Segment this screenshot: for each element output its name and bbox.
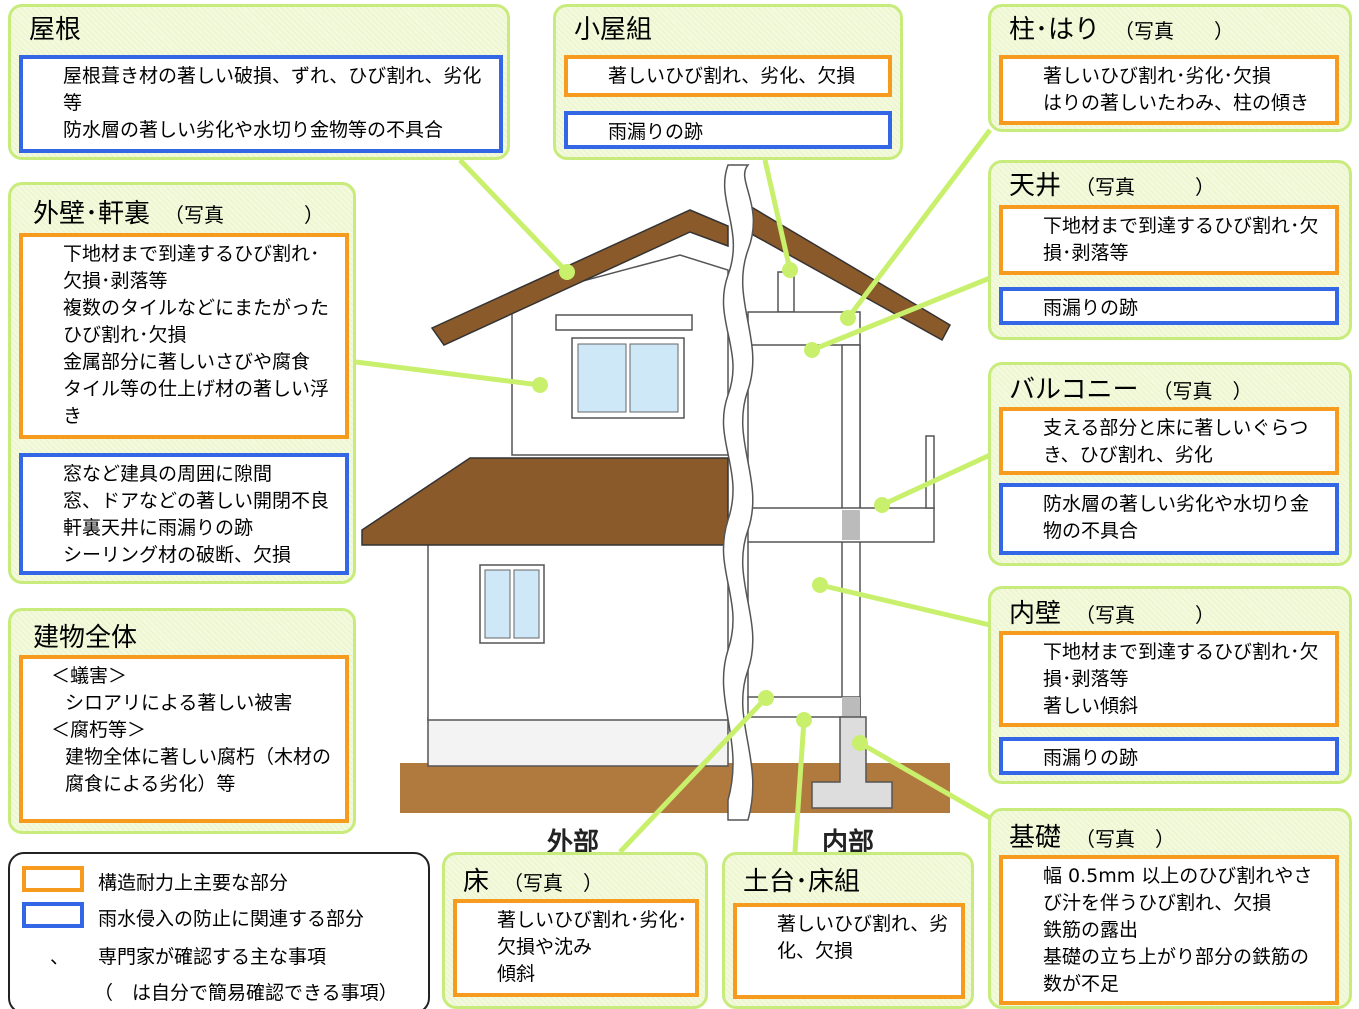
check-item: 著しいひび割れ･劣化･欠損や沈み	[497, 909, 688, 958]
legend-structural-swatch	[22, 866, 84, 892]
structural-check-box: 著しいひび割れ、劣化、欠損	[733, 903, 965, 999]
check-item: 軒裏天井に雨漏りの跡	[63, 517, 254, 539]
check-item: 著しいひび割れ、劣化、欠損	[608, 65, 856, 87]
check-item: 屋根葺き材の著しい破損、ずれ、ひび割れ、劣化等	[63, 65, 482, 114]
panel-column-beam: 柱･はり（写真 ） 著しいひび割れ･劣化･欠損 はりの著しいたわみ、柱の傾き	[988, 4, 1352, 132]
rain-check-box: 防水層の著しい劣化や水切り金物の不具合	[999, 483, 1339, 555]
legend-structural-label: 構造耐力上主要な部分	[98, 872, 289, 894]
panel-title: 土台･床組	[743, 867, 861, 897]
check-item: 幅 0.5mm 以上のひび割れやさび汁を伴うひび割れ、欠損	[1043, 865, 1313, 914]
rain-check-box: 雨漏りの跡	[999, 737, 1339, 775]
structural-check-box: ＜蟻害＞ シロアリによる著しい被害 ＜腐朽等＞ 建物全体に著しい腐朽（木材の腐食…	[19, 655, 349, 823]
foundation-strip	[427, 717, 729, 767]
structural-check-box: 下地材まで到達するひび割れ･欠損･剥落等 複数のタイルなどにまたがったひび割れ･…	[19, 233, 349, 439]
section-cut-line	[722, 164, 754, 821]
panel-title: 外壁･軒裏（写真 ）	[33, 199, 325, 229]
legend-self-label: （ は自分で簡易確認できる事項）	[94, 982, 398, 1004]
check-item: 鉄筋の露出	[1043, 919, 1139, 941]
panel-balcony: バルコニー（写真 ） 支える部分と床に著しいぐらつき、ひび割れ、劣化 防水層の著…	[988, 362, 1352, 566]
panel-title: 屋根	[29, 15, 82, 45]
check-item: 著しい傾斜	[1043, 695, 1139, 717]
check-item: 防水層の著しい劣化や水切り金物等の不具合	[63, 119, 444, 141]
legend-rain-swatch	[22, 902, 84, 928]
panel-roof: 屋根 屋根葺き材の著しい破損、ずれ、ひび割れ、劣化等 防水層の著しい劣化や水切り…	[8, 4, 510, 160]
check-item: 雨漏りの跡	[1043, 747, 1139, 769]
check-heading: ＜蟻害＞	[51, 665, 128, 687]
check-item: 下地材まで到達するひび割れ･欠損･剥落等	[1043, 641, 1319, 690]
check-item: タイル等の仕上げ材の著しい浮き	[63, 378, 330, 427]
panel-attic: 小屋組 著しいひび割れ、劣化、欠損 雨漏りの跡	[553, 4, 903, 160]
panel-title: 基礎（写真 ）	[1009, 823, 1176, 853]
check-item: 窓など建具の周囲に隙間	[63, 463, 273, 485]
panel-title: 建物全体	[33, 623, 138, 653]
panel-foundation: 基礎（写真 ） 幅 0.5mm 以上のひび割れやさび汁を伴うひび割れ、欠損 鉄筋…	[988, 808, 1352, 1009]
check-heading: ＜腐朽等＞	[51, 719, 147, 741]
structural-check-box: 著しいひび割れ、劣化、欠損	[564, 55, 892, 97]
leader-dots	[532, 262, 890, 751]
panel-floor: 床（写真 ） 著しいひび割れ･劣化･欠損や沈み 傾斜	[442, 852, 708, 1009]
structural-check-box: 下地材まで到達するひび割れ･欠損･剥落等 著しい傾斜	[999, 631, 1339, 727]
panel-title: バルコニー（写真 ）	[1009, 375, 1253, 405]
check-item: 雨漏りの跡	[1043, 297, 1139, 319]
balcony-floor	[747, 507, 935, 543]
rain-check-box: 屋根葺き材の著しい破損、ずれ、ひび割れ、劣化等 防水層の著しい劣化や水切り金物等…	[19, 55, 503, 153]
structural-check-box: 著しいひび割れ･劣化･欠損や沈み 傾斜	[453, 899, 699, 997]
foundation-section	[811, 716, 893, 809]
legend: 構造耐力上主要な部分 雨水侵入の防止に関連する部分 、 専門家が確認する主な事項…	[8, 852, 430, 1009]
check-item: 金属部分に著しいさびや腐食	[63, 351, 311, 373]
check-item: 雨漏りの跡	[608, 121, 704, 143]
leader-lines	[355, 128, 992, 854]
structural-check-box: 著しいひび割れ･劣化･欠損 はりの著しいたわみ、柱の傾き	[999, 55, 1339, 125]
check-item: シロアリによる著しい被害	[65, 692, 293, 714]
panel-title: 天井（写真 ）	[1009, 171, 1216, 201]
panel-title: 柱･はり（写真 ）	[1009, 15, 1235, 45]
legend-mark: 、	[50, 946, 70, 968]
panel-whole-building: 建物全体 ＜蟻害＞ シロアリによる著しい被害 ＜腐朽等＞ 建物全体に著しい腐朽（…	[8, 608, 356, 834]
check-item: 傾斜	[497, 963, 536, 985]
rain-check-box: 雨漏りの跡	[999, 287, 1339, 325]
check-item: 著しいひび割れ･劣化･欠損	[1043, 65, 1272, 87]
panel-title: 床（写真 ）	[463, 867, 604, 897]
structural-check-box: 支える部分と床に著しいぐらつき、ひび割れ、劣化	[999, 407, 1339, 475]
check-item: 支える部分と床に著しいぐらつき、ひび割れ、劣化	[1043, 417, 1309, 466]
lower-wall	[427, 539, 729, 721]
check-item: シーリング材の破断、欠損	[63, 544, 292, 566]
upper-roof	[430, 209, 729, 346]
check-item: 下地材まで到達するひび割れ･欠損･剥落等	[63, 243, 320, 292]
legend-check-label: 専門家が確認する主な事項	[98, 946, 327, 968]
check-item: 窓、ドアなどの著しい開閉不良	[63, 490, 330, 512]
panel-title: 小屋組	[574, 15, 653, 45]
check-item: 建物全体に著しい腐朽（木材の腐食による劣化）等	[65, 746, 332, 795]
lower-roof	[361, 457, 729, 546]
upper-window-hood	[555, 314, 693, 331]
structural-check-box: 幅 0.5mm 以上のひび割れやさび汁を伴うひび割れ、欠損 鉄筋の露出 基礎の立…	[999, 855, 1339, 1005]
check-item: はりの著しいたわみ、柱の傾き	[1043, 92, 1310, 114]
rain-check-box: 窓など建具の周囲に隙間 窓、ドアなどの著しい開閉不良 軒裏天井に雨漏りの跡 シー…	[19, 453, 349, 575]
balcony-rail	[925, 435, 935, 509]
panel-sill: 土台･床組 著しいひび割れ、劣化、欠損	[722, 852, 974, 1009]
check-item: 防水層の著しい劣化や水切り金物の不具合	[1043, 493, 1310, 542]
panel-title: 内壁（写真 ）	[1009, 599, 1216, 629]
panel-ceiling: 天井（写真 ） 下地材まで到達するひび割れ･欠損･剥落等 雨漏りの跡	[988, 160, 1352, 340]
check-item: 著しいひび割れ、劣化、欠損	[777, 913, 949, 962]
legend-rain-label: 雨水侵入の防止に関連する部分	[98, 908, 365, 930]
check-item: 複数のタイルなどにまたがったひび割れ･欠損	[63, 297, 330, 346]
check-item: 下地材まで到達するひび割れ･欠損･剥落等	[1043, 215, 1319, 264]
structural-check-box: 下地材まで到達するひび割れ･欠損･剥落等	[999, 205, 1339, 275]
attic-post	[777, 271, 795, 313]
panel-exterior-wall: 外壁･軒裏（写真 ） 下地材まで到達するひび割れ･欠損･剥落等 複数のタイルなど…	[8, 182, 356, 584]
panel-interior-wall: 内壁（写真 ） 下地材まで到達するひび割れ･欠損･剥落等 著しい傾斜 雨漏りの跡	[988, 586, 1352, 784]
rain-check-box: 雨漏りの跡	[564, 111, 892, 149]
check-item: 基礎の立ち上がり部分の鉄筋の数が不足	[1043, 946, 1310, 995]
